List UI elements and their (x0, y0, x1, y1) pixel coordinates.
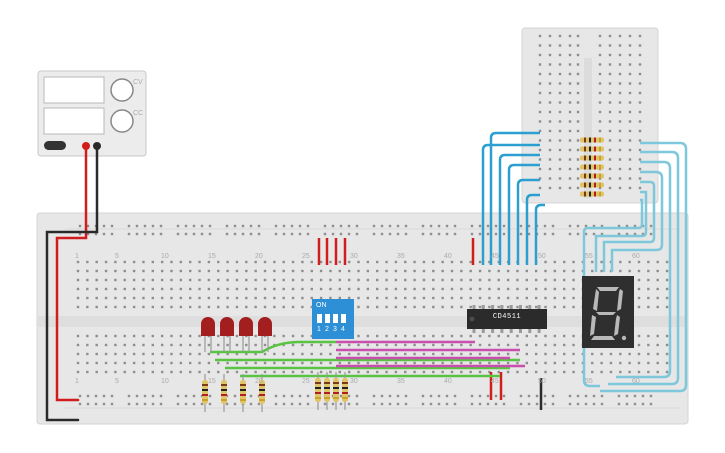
dip-number-1: 1 (317, 326, 321, 333)
positive-terminal[interactable] (82, 142, 90, 150)
display-segment (617, 289, 623, 311)
column-number: 25 (302, 253, 310, 260)
red-led[interactable] (220, 317, 234, 352)
magenta-wires[interactable] (336, 340, 525, 368)
display-segment (593, 289, 599, 311)
negative-terminal[interactable] (93, 142, 101, 150)
column-number: 30 (350, 253, 358, 260)
cv-label: CV (133, 79, 143, 86)
mini-resistors[interactable] (580, 137, 604, 197)
column-number: 1 (75, 378, 79, 385)
supply-wires[interactable] (45, 148, 99, 422)
display-segment (597, 287, 619, 291)
column-number: 30 (350, 378, 358, 385)
column-number: 45 (491, 253, 499, 260)
column-number: 55 (585, 253, 593, 260)
resistor[interactable] (240, 374, 246, 412)
red-led[interactable] (239, 317, 253, 352)
column-number: 35 (397, 378, 405, 385)
resistor[interactable] (580, 164, 604, 170)
column-number: 60 (632, 378, 640, 385)
resistor[interactable] (342, 372, 348, 410)
resistor[interactable] (315, 372, 321, 410)
resistor[interactable] (580, 173, 604, 179)
column-number: 10 (161, 378, 169, 385)
cc-label: CC (133, 110, 144, 117)
column-number: 10 (161, 253, 169, 260)
power-switch[interactable] (44, 141, 66, 150)
column-number: 5 (115, 253, 119, 260)
resistor[interactable] (324, 372, 330, 410)
column-number: 20 (255, 378, 263, 385)
lightblue-wires[interactable] (582, 141, 688, 393)
resistor[interactable] (333, 372, 339, 410)
mini-breadboard[interactable] (521, 27, 659, 204)
column-number: 15 (208, 378, 216, 385)
seven-segment-display[interactable] (582, 276, 634, 348)
ic-label: CD4511 (492, 313, 522, 321)
column-number: 40 (444, 378, 452, 385)
red-led[interactable] (258, 317, 272, 352)
resistor[interactable] (580, 182, 604, 188)
rail-jumpers[interactable] (317, 238, 503, 400)
resistor[interactable] (221, 374, 227, 412)
column-number: 55 (585, 378, 593, 385)
column-number: 45 (491, 378, 499, 385)
display-segment (614, 315, 620, 336)
column-number: 20 (255, 253, 263, 260)
resistor[interactable] (580, 137, 604, 143)
column-number: 1 (75, 253, 79, 260)
led-group[interactable] (201, 317, 272, 352)
column-number: 15 (208, 253, 216, 260)
blue-wires[interactable] (481, 131, 545, 265)
resistor[interactable] (580, 155, 604, 161)
resistor[interactable] (580, 191, 604, 197)
column-number: 35 (397, 253, 405, 260)
display-segment (591, 336, 615, 340)
resistor[interactable] (580, 146, 604, 152)
column-number: 50 (538, 253, 546, 260)
resistor[interactable] (202, 374, 208, 412)
decimal-point (621, 335, 627, 341)
dip-on-label: ON (316, 302, 327, 309)
dip-number-3: 3 (333, 326, 337, 333)
column-number: 5 (115, 378, 119, 385)
column-number: 40 (444, 253, 452, 260)
dip-number-2: 2 (325, 326, 329, 333)
main-resistors[interactable] (202, 372, 348, 412)
dip-number-4: 4 (341, 326, 345, 333)
display-segment (596, 312, 616, 315)
decoder-ic[interactable] (467, 305, 547, 333)
power-supply[interactable] (37, 70, 147, 157)
column-number: 50 (538, 378, 546, 385)
display-segment (590, 315, 596, 336)
voltage-knob[interactable] (110, 78, 134, 102)
column-number: 60 (632, 253, 640, 260)
current-knob[interactable] (110, 109, 134, 133)
resistor[interactable] (259, 374, 265, 412)
column-number: 25 (302, 378, 310, 385)
dip-switch[interactable] (312, 299, 354, 339)
red-led[interactable] (201, 317, 215, 352)
